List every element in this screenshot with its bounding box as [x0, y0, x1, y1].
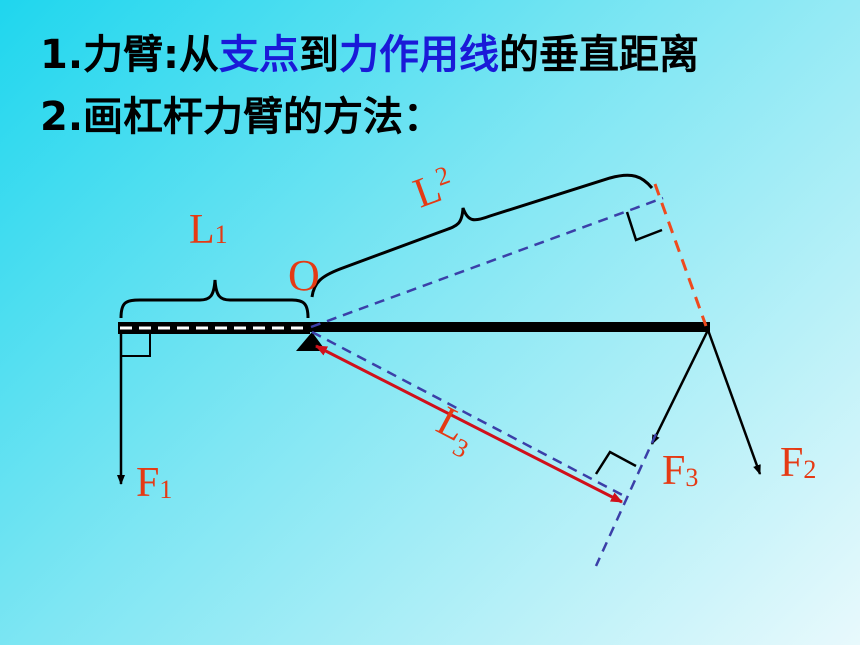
definition-mid: 到 — [299, 32, 340, 78]
label-l3: L3 — [426, 398, 485, 464]
label-f3: F3 — [662, 448, 698, 494]
right-angle-l2 — [625, 211, 663, 242]
right-angle-l3 — [594, 450, 637, 475]
label-f1: F1 — [136, 460, 172, 506]
definition-prefix: 1.力臂:从 — [40, 32, 220, 78]
f2-line-of-action — [653, 183, 708, 327]
definition-highlight-fulcrum: 支点 — [219, 32, 300, 78]
label-o: O — [288, 251, 320, 300]
label-l2: L2 — [407, 160, 459, 217]
brace-l1 — [119, 279, 310, 319]
lever-bar-right — [310, 322, 710, 332]
arm-l2-dashed-line — [310, 196, 664, 329]
method-heading: 2.画杠杆力臂的方法： — [40, 94, 444, 140]
arm-l3-red-arrow — [315, 344, 623, 504]
definition-heading: 1.力臂:从支点到力作用线的垂直距离 — [40, 22, 699, 80]
force-f3-arrow — [650, 329, 710, 445]
brace-l2 — [310, 173, 654, 298]
right-angle-l1 — [121, 334, 151, 357]
definition-highlight-line-of-action: 力作用线 — [339, 32, 500, 78]
f3-line-of-action — [594, 433, 658, 567]
definition-suffix: 的垂直距离 — [499, 32, 700, 78]
label-l1: L1 — [189, 207, 228, 253]
lever-bar-left — [118, 322, 310, 334]
force-f2-arrow — [706, 329, 762, 475]
label-f2: F2 — [780, 440, 816, 486]
